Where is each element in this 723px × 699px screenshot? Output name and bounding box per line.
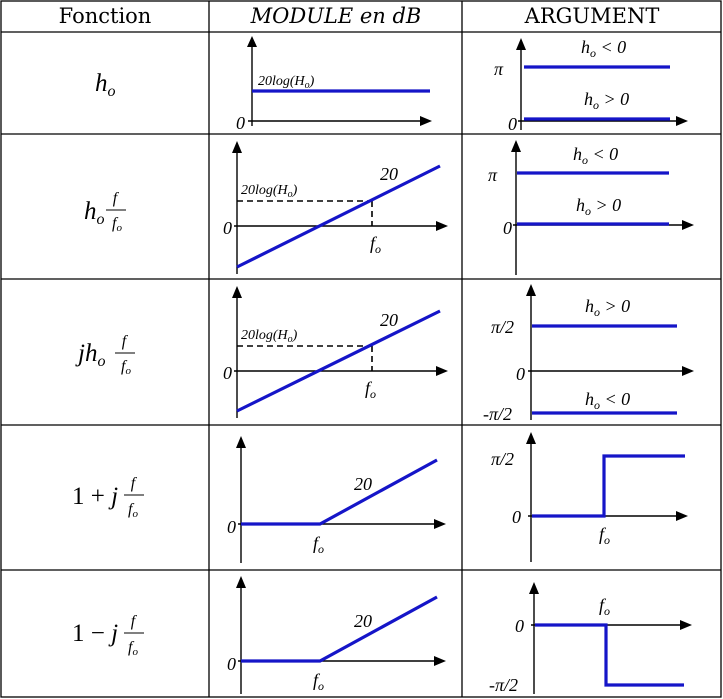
row-4: 1 + j f fo 0 20 fo π/2 0 fo bbox=[72, 432, 688, 563]
function-label: jho f fo bbox=[75, 333, 135, 377]
phase-curve bbox=[535, 623, 684, 687]
zero-label: 0 bbox=[503, 218, 512, 238]
y-axis-arrow bbox=[247, 36, 257, 47]
row-1: ho 0 20log(Ho) π 0 ho < 0 ho > 0 bbox=[95, 36, 688, 134]
zero-label: 0 bbox=[236, 113, 245, 133]
y-axis-arrow bbox=[526, 432, 536, 444]
slope-label: 20 bbox=[354, 474, 372, 494]
y-axis-arrow bbox=[232, 141, 242, 153]
y-axis-arrow bbox=[236, 576, 246, 588]
x-axis-arrow bbox=[436, 221, 448, 231]
svg-text:f: f bbox=[131, 613, 138, 630]
bottom-label: -π/2 bbox=[489, 675, 518, 695]
zero-label: 0 bbox=[512, 507, 521, 527]
cond-pos-label: ho > 0 bbox=[576, 195, 621, 218]
fo-label: fo bbox=[313, 670, 324, 693]
module-curve bbox=[241, 595, 438, 663]
zero-label: 0 bbox=[223, 363, 232, 383]
x-axis-arrow bbox=[682, 220, 694, 230]
x-axis-arrow bbox=[434, 656, 446, 666]
top-label: π/2 bbox=[491, 449, 514, 469]
phase-curve bbox=[532, 454, 685, 518]
svg-text:fo: fo bbox=[121, 358, 131, 377]
y-axis-arrow bbox=[511, 140, 521, 152]
function-label: ho bbox=[95, 70, 116, 100]
x-axis-arrow bbox=[676, 511, 688, 521]
pi-label: π bbox=[488, 165, 498, 185]
fo-label: fo bbox=[313, 533, 324, 556]
fo-label: fo bbox=[599, 524, 610, 547]
pi-label: π bbox=[494, 59, 504, 79]
zero-label: 0 bbox=[508, 114, 517, 134]
function-label: ho f fo bbox=[84, 190, 126, 234]
x-axis-arrow bbox=[420, 116, 432, 126]
svg-text:jho: jho bbox=[75, 340, 105, 370]
level-label: 20log(Ho) bbox=[241, 328, 298, 345]
argument-plot: π 0 ho < 0 ho > 0 bbox=[488, 140, 694, 275]
svg-text:fo: fo bbox=[112, 215, 122, 234]
row-2: ho f fo 0 20 20log(Ho) fo π 0 bbox=[84, 140, 694, 275]
cond-pos-label: ho > 0 bbox=[585, 296, 630, 319]
module-plot: 0 20 20log(Ho) fo bbox=[223, 141, 448, 274]
cond-neg-label: ho < 0 bbox=[573, 144, 618, 167]
x-axis-arrow bbox=[436, 366, 448, 376]
zero-label: 0 bbox=[516, 364, 525, 384]
svg-text:f: f bbox=[122, 333, 129, 350]
svg-text:fo: fo bbox=[128, 639, 138, 658]
zero-label: 0 bbox=[223, 218, 232, 238]
y-axis-arrow bbox=[232, 286, 242, 298]
x-axis-arrow bbox=[682, 366, 694, 376]
module-curve bbox=[236, 309, 441, 413]
argument-plot: 0 -π/2 fo bbox=[489, 582, 692, 695]
cond-neg-label: ho < 0 bbox=[585, 389, 630, 412]
function-label: 1 − j f fo bbox=[72, 613, 144, 658]
module-curve bbox=[241, 458, 438, 526]
zero-label: 0 bbox=[227, 517, 236, 537]
argument-plot: π/2 0 -π/2 ho > 0 ho < 0 bbox=[483, 284, 694, 424]
slope-label: 20 bbox=[380, 310, 398, 330]
svg-text:ho: ho bbox=[84, 198, 105, 228]
function-label: 1 + j f fo bbox=[72, 475, 144, 520]
module-plot: 0 20log(Ho) bbox=[236, 36, 432, 133]
level-label: 20log(Ho) bbox=[258, 74, 315, 91]
x-axis-arrow bbox=[676, 116, 688, 126]
svg-text:f: f bbox=[131, 475, 138, 492]
module-curve bbox=[236, 164, 441, 269]
module-plot: 0 20 fo bbox=[227, 576, 446, 694]
level-label: 20log(Ho) bbox=[241, 183, 298, 200]
module-plot: 0 20 fo bbox=[227, 436, 446, 563]
y-axis-arrow bbox=[529, 582, 539, 594]
header-argument: ARGUMENT bbox=[524, 4, 660, 28]
x-axis-arrow bbox=[434, 519, 446, 529]
header-module: MODULE en dB bbox=[250, 4, 422, 28]
row-5: 1 − j f fo 0 20 fo 0 -π/2 fo bbox=[72, 576, 692, 695]
argument-plot: π 0 ho < 0 ho > 0 bbox=[494, 37, 688, 134]
svg-text:fo: fo bbox=[128, 501, 138, 520]
bottom-label: -π/2 bbox=[483, 404, 512, 424]
zero-label: 0 bbox=[515, 616, 524, 636]
zero-label: 0 bbox=[227, 654, 236, 674]
y-axis-arrow bbox=[516, 38, 526, 50]
top-label: π/2 bbox=[491, 317, 514, 337]
row-3: jho f fo 0 20 20log(Ho) fo π/2 0 bbox=[75, 284, 694, 424]
argument-plot: π/2 0 fo bbox=[491, 432, 688, 562]
y-axis-arrow bbox=[236, 436, 246, 448]
cond-neg-label: ho < 0 bbox=[581, 37, 626, 60]
svg-text:1 + j: 1 + j bbox=[72, 483, 118, 510]
fo-label: fo bbox=[365, 378, 376, 401]
module-plot: 0 20 20log(Ho) fo bbox=[223, 286, 448, 418]
slope-label: 20 bbox=[380, 164, 398, 184]
y-axis-arrow bbox=[526, 284, 536, 296]
svg-text:1 − j: 1 − j bbox=[72, 620, 118, 647]
header-function: Fonction bbox=[59, 4, 152, 28]
x-axis-arrow bbox=[680, 620, 692, 630]
fo-label: fo bbox=[599, 595, 610, 618]
cond-pos-label: ho > 0 bbox=[584, 89, 629, 112]
slope-label: 20 bbox=[354, 611, 372, 631]
fo-label: fo bbox=[370, 233, 381, 256]
svg-text:f: f bbox=[113, 190, 120, 207]
